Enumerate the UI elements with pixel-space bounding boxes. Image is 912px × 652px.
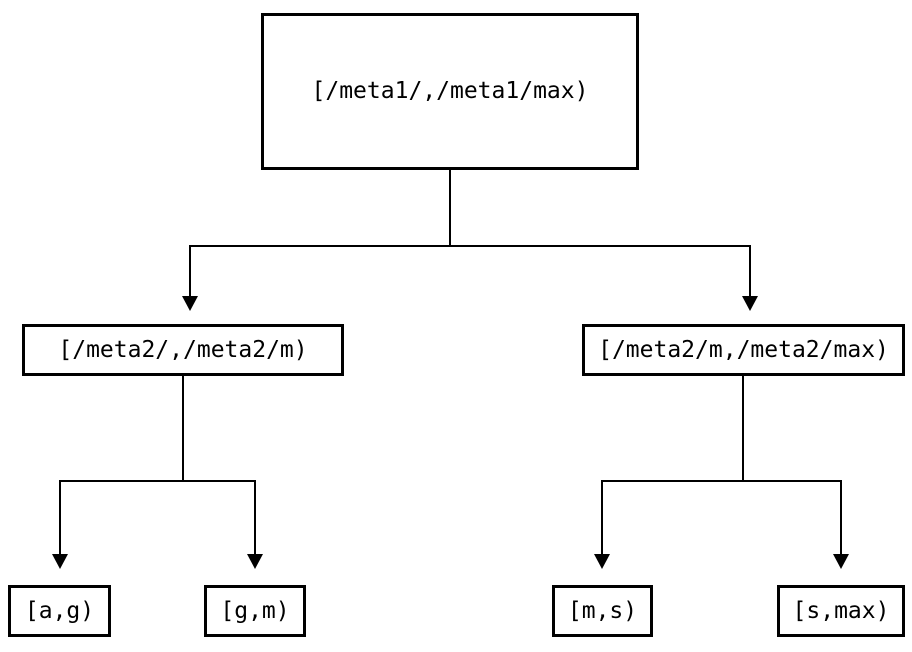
node-meta2-lower-range: [/meta2/,/meta2/m) (22, 324, 344, 376)
arrowhead-leaf-ag (52, 554, 68, 569)
arrowhead-right-mid (742, 296, 758, 311)
arrowhead-leaf-ms (594, 554, 610, 569)
node-meta2-upper-range: [/meta2/m,/meta2/max) (582, 324, 905, 376)
node-leaf-a-g: [a,g) (8, 585, 111, 637)
arrowhead-left-mid (182, 296, 198, 311)
node-leaf-g-m: [g,m) (204, 585, 306, 637)
arrowhead-leaf-smax (833, 554, 849, 569)
arrowhead-leaf-gm (247, 554, 263, 569)
node-leaf-s-max: [s,max) (777, 585, 905, 637)
node-root-meta1-range: [/meta1/,/meta1/max) (261, 13, 639, 170)
node-leaf-m-s: [m,s) (552, 585, 653, 637)
